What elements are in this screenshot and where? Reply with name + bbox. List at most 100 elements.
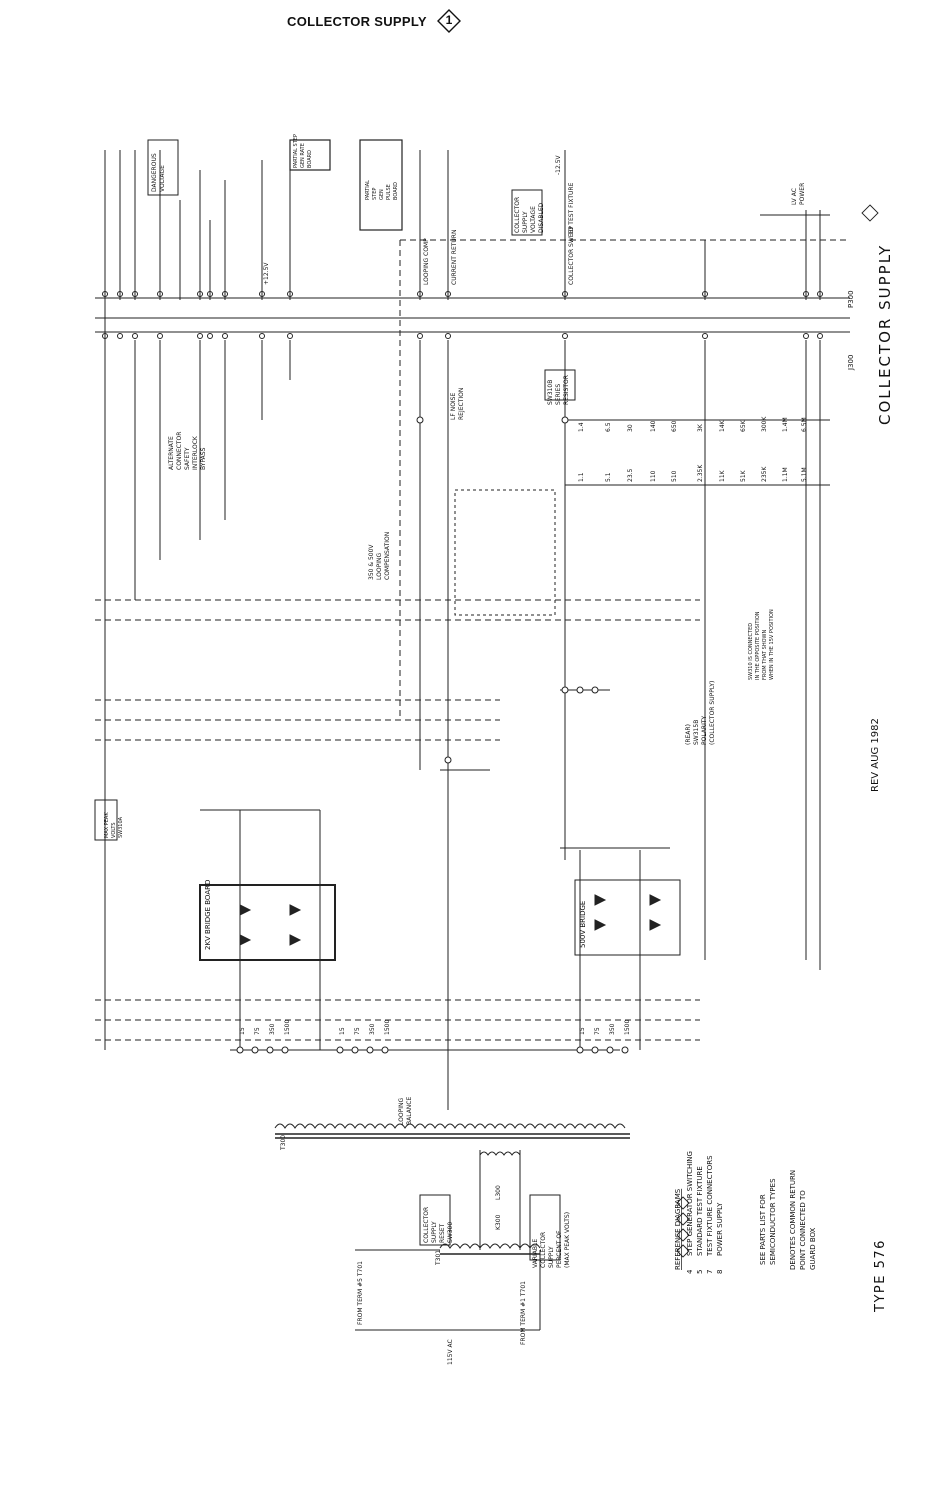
- svg-text:IN THE OPPOSITE POSITION: IN THE OPPOSITE POSITION: [755, 611, 761, 680]
- tap-value-label: 15: [239, 1027, 246, 1035]
- series-resistor-value: 30: [627, 424, 634, 432]
- svg-text:SW300: SW300: [447, 1222, 454, 1243]
- series-resistor-value: 6.5: [605, 422, 612, 432]
- svg-text:POWER: POWER: [799, 183, 806, 205]
- type-label: TYPE 576: [873, 1239, 888, 1313]
- minus-12v-wire: -12.5V: [555, 154, 562, 175]
- collector-sweep-wire: COLLECTOR SWEEP: [568, 226, 575, 285]
- svg-text:TEST FIXTURE CONNECTORS: TEST FIXTURE CONNECTORS: [706, 1155, 714, 1257]
- danger-label: DANGEROUS: [151, 153, 158, 192]
- diamond-icon: [437, 9, 461, 33]
- max-peak-label: MAX PEAK: [104, 812, 110, 838]
- svg-text:WHEN IN THE 15V POSITION: WHEN IN THE 15V POSITION: [769, 609, 775, 680]
- connector-pin: [117, 333, 123, 339]
- svg-text:SEMICONDUCTOR TYPES: SEMICONDUCTOR TYPES: [769, 1178, 777, 1265]
- ref-diamond-7: [676, 1228, 690, 1242]
- input-term1: FROM TERM #1 T701: [520, 1281, 527, 1345]
- ref-diamond-5: [676, 1212, 690, 1226]
- page-title: COLLECTOR SUPPLY: [287, 14, 427, 29]
- switch-note: SW310 IS CONNECTED: [748, 623, 754, 680]
- svg-text:7: 7: [706, 1270, 714, 1274]
- pulse-board-label: PARTIAL: [365, 180, 371, 200]
- svg-text:DENOTES COMMON RETURN: DENOTES COMMON RETURN: [789, 1170, 797, 1270]
- svg-text:BYPASS: BYPASS: [200, 447, 207, 470]
- connector-pin: [222, 333, 228, 339]
- svg-text:REJECTION: REJECTION: [458, 388, 465, 420]
- series-resistor-value: 650: [671, 420, 678, 432]
- polarity-label: (REAR): [685, 724, 692, 745]
- tap-value-label: 75: [594, 1027, 601, 1035]
- svg-text:SUPPLY: SUPPLY: [522, 211, 529, 233]
- svg-text:GEN RATE: GEN RATE: [300, 143, 306, 168]
- collector-disabled-label: COLLECTOR: [514, 197, 521, 233]
- series-resistor-value: 65K: [740, 419, 747, 432]
- tap-value-label: 350: [609, 1023, 616, 1035]
- connector-pin: [562, 333, 568, 339]
- svg-text:LOOPING: LOOPING: [376, 553, 383, 580]
- series-resistor-value: 1.4M: [782, 417, 789, 432]
- tap-value-label: 350: [369, 1023, 376, 1035]
- svg-text:RESET: RESET: [439, 1223, 446, 1243]
- svg-text:BOARD: BOARD: [307, 150, 313, 168]
- tap-value-label: 1500: [384, 1020, 391, 1035]
- ladder-resistor-value: 235K: [761, 466, 768, 482]
- svg-text:VOLTS: VOLTS: [111, 822, 117, 838]
- test-fixture-wire: TO TEST FIXTURE: [568, 182, 575, 236]
- tap-value-label: 15: [339, 1027, 346, 1035]
- j300-label: J300: [847, 355, 855, 371]
- svg-text:PERCENT OF: PERCENT OF: [556, 1230, 563, 1268]
- partial-step-label: PARTIAL STEP: [293, 134, 299, 168]
- svg-text:GUARD BOX: GUARD BOX: [809, 1227, 817, 1270]
- diagram-number: 1: [445, 13, 453, 27]
- p300-label: P300: [847, 290, 855, 308]
- side-title-group: COLLECTOR SUPPLY: [876, 244, 894, 425]
- ref-diamond-8: [676, 1244, 690, 1258]
- current-return-wire: CURRENT RETURN: [451, 230, 458, 285]
- connector-pin: [445, 333, 451, 339]
- series-resistor-value: 1.4: [578, 422, 585, 432]
- svg-text:POLARITY: POLARITY: [701, 715, 708, 745]
- svg-text:POINT CONNECTED TO: POINT CONNECTED TO: [799, 1190, 807, 1270]
- svg-text:(COLLECTOR SUPPLY): (COLLECTOR SUPPLY): [709, 681, 716, 745]
- connector-pin: [197, 333, 203, 339]
- ref-diamond-4: [676, 1196, 690, 1210]
- plus-12v-wire: +12.5V: [263, 262, 270, 285]
- ladder-resistor-value: 23.5: [627, 468, 634, 482]
- looping-comp-label: 350 & 500V: [368, 544, 375, 580]
- series-resistor-value: 140: [650, 420, 657, 432]
- looping-balance-label: LOOPING: [398, 1098, 405, 1125]
- revision-label: REV AUG 1982: [870, 718, 881, 792]
- interlock-label: ALTERNATE: [168, 436, 175, 470]
- series-resistor-value: 300K: [761, 416, 768, 432]
- connector-pin: [803, 333, 809, 339]
- svg-text:VOLTAGE: VOLTAGE: [159, 165, 166, 192]
- t301-label: T301: [435, 1250, 442, 1266]
- svg-text:VOLTAGE: VOLTAGE: [530, 206, 537, 233]
- svg-text:SW315B: SW315B: [693, 720, 700, 745]
- ladder-resistor-value: 2.35K: [697, 464, 704, 482]
- connector-pin: [287, 333, 293, 339]
- svg-text:5: 5: [696, 1270, 704, 1274]
- bridge-500v-title: 500V BRIDGE: [579, 901, 587, 948]
- ladder-resistor-value: 51K: [740, 469, 747, 482]
- series-resistor-value: 3K: [697, 423, 704, 432]
- svg-text:FROM THAT SHOWN: FROM THAT SHOWN: [762, 630, 768, 680]
- line-power-label: LV AC: [791, 188, 798, 205]
- svg-text:SEE PARTS LIST FOR: SEE PARTS LIST FOR: [759, 1194, 767, 1265]
- ladder-resistor-value: 1.1M: [782, 467, 789, 482]
- ladder-resistor-value: 5.1M: [801, 467, 808, 482]
- lf-noise-label: LF NOISE: [450, 393, 457, 420]
- connector-pin: [817, 333, 823, 339]
- svg-text:STEP: STEP: [372, 188, 378, 200]
- svg-text:SUPPLY: SUPPLY: [431, 1221, 438, 1243]
- tap-value-label: 1500: [284, 1020, 291, 1035]
- variable-supply-label: VARIABLE: [532, 1239, 539, 1268]
- svg-text:SAFETY: SAFETY: [184, 447, 191, 470]
- bridge-2kv-title: 2KV BRIDGE BOARD: [204, 880, 212, 950]
- connector-pin: [132, 333, 138, 339]
- svg-text:DISABLED: DISABLED: [538, 202, 545, 233]
- collector-reset-label: COLLECTOR: [423, 1207, 430, 1243]
- tap-value-label: 75: [354, 1027, 361, 1035]
- svg-text:BOARD: BOARD: [393, 182, 399, 200]
- series-resistor-value: 14K: [719, 419, 726, 432]
